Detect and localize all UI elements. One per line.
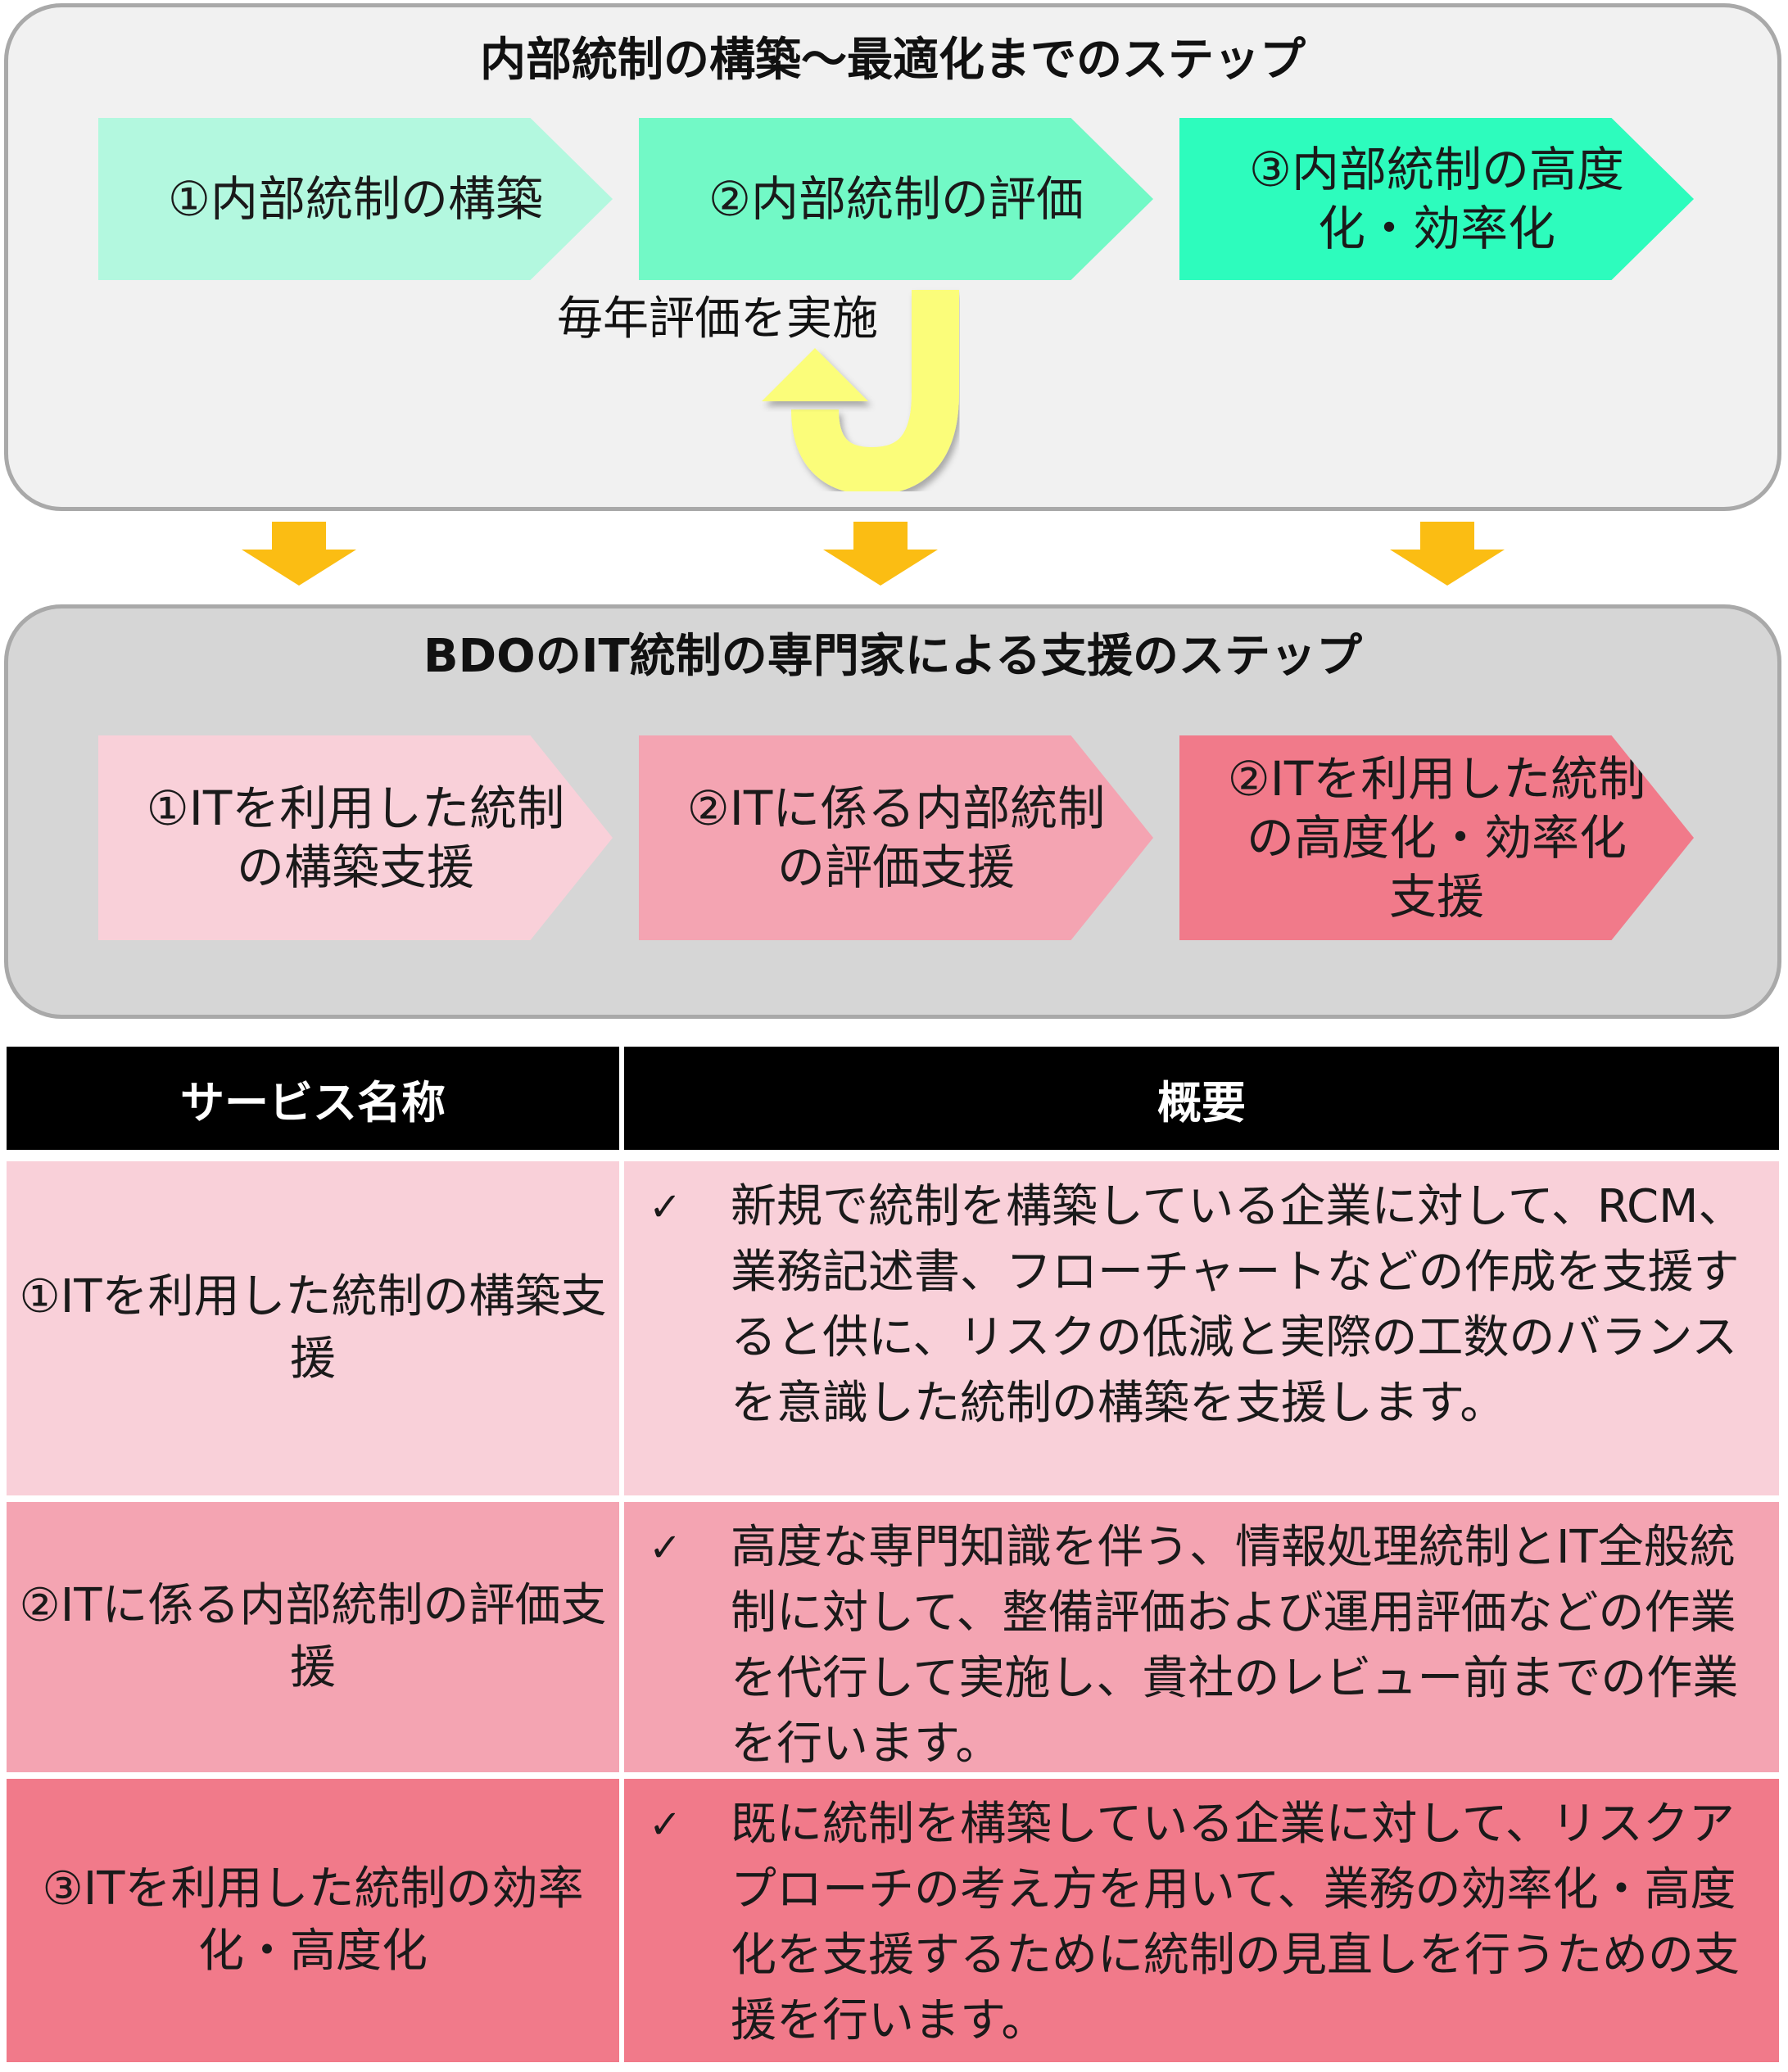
service-summary-cell: ✓ 高度な専門知識を伴う、情報処理統制とIT全般統制に対して、整備評価および運用… — [624, 1502, 1779, 1772]
service-name-cell: ②ITに係る内部統制の評価支援 — [7, 1502, 619, 1772]
support-step-build: ①ITを利用した統制の構築支援 — [98, 735, 613, 940]
annual-loop-arrow-icon — [762, 290, 959, 491]
step-evaluate: ②内部統制の評価 — [639, 118, 1153, 280]
step-build-label: ①内部統制の構築 — [167, 171, 543, 227]
service-summary: 既に統制を構築している企業に対して、リスクアプローチの考え方を用いて、業務の効率… — [731, 1798, 1740, 2047]
service-name: ①ITを利用した統制の構築支援 — [19, 1270, 607, 1386]
service-name-cell: ③ITを利用した統制の効率化・高度化 — [7, 1779, 619, 2062]
service-name-cell: ①ITを利用した統制の構築支援 — [7, 1161, 619, 1495]
step-optimize: ③内部統制の高度化・効率化 — [1179, 118, 1694, 280]
support-step-optimize: ②ITを利用した統制の高度化・効率化支援 — [1179, 735, 1694, 940]
down-arrow-icon — [242, 522, 356, 586]
down-arrow-icon — [823, 522, 938, 586]
annual-evaluation-label: 毎年評価を実施 — [557, 292, 878, 346]
service-summary: 新規で統制を構築している企業に対して、RCM、業務記述書、フローチャートなどの作… — [731, 1180, 1745, 1430]
step-build: ①内部統制の構築 — [98, 118, 613, 280]
check-icon: ✓ — [649, 1525, 682, 1571]
header-summary: 概要 — [624, 1047, 1779, 1150]
down-arrow-icon — [1390, 522, 1505, 586]
build-steps-title: 内部統制の構築～最適化までのステップ — [480, 34, 1306, 87]
service-summary: 高度な専門知識を伴う、情報処理統制とIT全般統制に対して、整備評価および運用評価… — [731, 1521, 1739, 1771]
service-name: ③ITを利用した統制の効率化・高度化 — [42, 1862, 584, 1978]
support-step-build-label: ①ITを利用した統制の構築支援 — [146, 780, 565, 895]
check-icon: ✓ — [649, 1184, 682, 1230]
service-summary-cell: ✓ 既に統制を構築している企業に対して、リスクアプローチの考え方を用いて、業務の… — [624, 1779, 1779, 2062]
support-step-evaluate-label: ②ITに係る内部統制の評価支援 — [686, 780, 1106, 895]
check-icon: ✓ — [649, 1802, 682, 1848]
support-step-evaluate: ②ITに係る内部統制の評価支援 — [639, 735, 1153, 940]
service-summary-cell: ✓ 新規で統制を構築している企業に対して、RCM、業務記述書、フローチャートなど… — [624, 1161, 1779, 1495]
support-step-optimize-label: ②ITを利用した統制の高度化・効率化支援 — [1227, 751, 1646, 925]
step-optimize-label: ③内部統制の高度化・効率化 — [1248, 142, 1624, 256]
service-name: ②ITに係る内部統制の評価支援 — [19, 1579, 607, 1694]
support-steps-title: BDOのIT統制の専門家による支援のステップ — [423, 630, 1363, 683]
header-service-name: サービス名称 — [7, 1047, 619, 1150]
step-evaluate-label: ②内部統制の評価 — [708, 171, 1084, 227]
